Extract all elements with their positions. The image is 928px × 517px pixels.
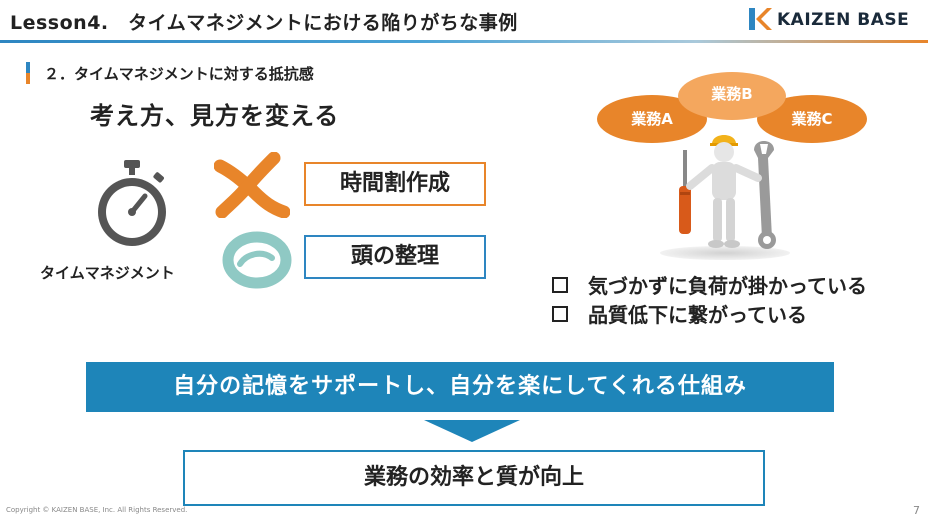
brush-circle-icon [222,230,292,290]
logo-text: KAIZEN BASE [777,10,910,30]
stopwatch-icon [92,158,172,250]
copyright-text: Copyright © KAIZEN BASE, Inc. All Rights… [6,506,188,514]
section-marker [26,62,30,84]
cross-mark-icon [213,151,291,219]
worker-with-tools-illustration [650,128,790,258]
kaizen-base-logo: KAIZEN BASE [745,6,920,32]
timetable-box: 時間割作成 [304,162,486,206]
support-mechanism-banner: 自分の記憶をサポートし、自分を楽にしてくれる仕組み [86,362,834,412]
time-management-label: タイムマネジメント [40,264,175,282]
header-divider [0,40,928,43]
check-item: 気づかずに負荷が掛かっている [552,270,867,299]
slide-title: Lesson4. タイムマネジメントにおける陥りがちな事例 [10,12,518,34]
figure-shadow [660,246,790,260]
organize-thoughts-box: 頭の整理 [304,235,486,279]
section-title: ２．タイムマネジメントに対する抵抗感 [44,65,314,83]
page-number: 7 [913,504,920,517]
result-box: 業務の効率と質が向上 [183,450,765,506]
checkbox-icon [552,276,568,293]
checkbox-icon [552,305,568,322]
check-item: 品質低下に繋がっている [552,299,807,328]
check-item-label: 気づかずに負荷が掛かっている [588,274,867,298]
logo-mark-icon [749,8,772,30]
section-subtitle: 考え方、見方を変える [90,102,340,130]
task-b-bubble: 業務B [678,72,786,120]
down-arrow-icon [424,420,520,442]
check-item-label: 品質低下に繋がっている [588,303,807,327]
